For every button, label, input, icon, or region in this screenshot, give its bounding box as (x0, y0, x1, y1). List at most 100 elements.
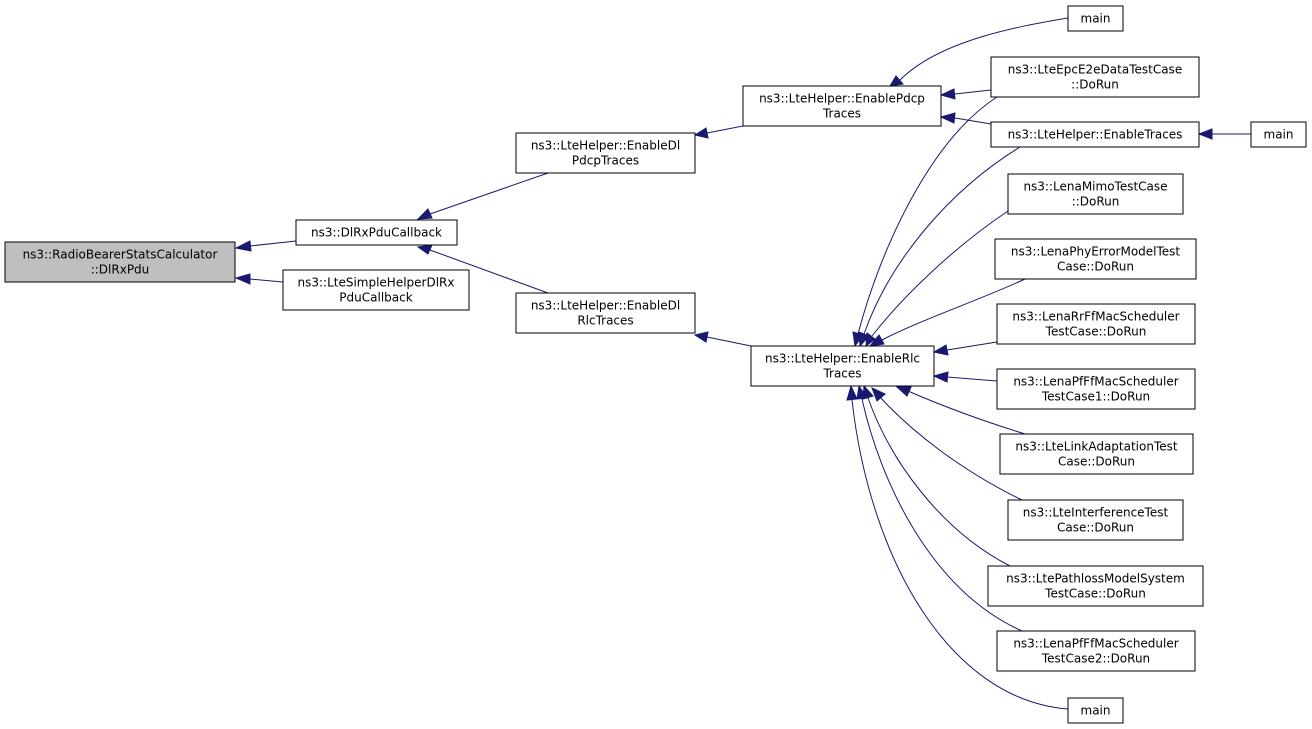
node-box[interactable] (999, 433, 1194, 475)
node-box[interactable] (1007, 173, 1184, 215)
edge-line (863, 146, 1021, 335)
node-label-line: ns3::LteHelper::EnableDl (531, 299, 680, 313)
node-label-line: TestCase1::DoRun (1041, 390, 1150, 404)
edge-line (867, 397, 1011, 567)
edge-line (946, 376, 998, 382)
node-lte-pathloss-model-system[interactable]: ns3::LtePathlossModelSystemTestCase::DoR… (987, 565, 1204, 607)
node-lte-helper-enable-traces[interactable]: ns3::LteHelper::EnableTraces (990, 121, 1200, 148)
node-label-line: Traces (822, 107, 861, 121)
node-box[interactable] (996, 368, 1196, 410)
node-label-line: Case::DoRun (1057, 260, 1134, 274)
edge-arrowhead (234, 240, 252, 252)
edge-arrowhead (939, 88, 956, 100)
node-label-line: ns3::LteSimpleHelperDlRx (297, 276, 454, 290)
node-label-line: ns3::RadioBearerStatsCalculator (23, 248, 218, 262)
node-lena-pf-ff-mac-scheduler2[interactable]: ns3::LenaPfFfMacSchedulerTestCase2::DoRu… (996, 630, 1196, 672)
node-label-line: ns3::LteHelper::EnableTraces (1008, 128, 1183, 142)
node-lena-pf-ff-mac-scheduler1[interactable]: ns3::LenaPfFfMacSchedulerTestCase1::DoRu… (996, 368, 1196, 410)
node-label-line: Case::DoRun (1057, 521, 1134, 535)
edge-arrowhead (939, 112, 956, 124)
node-label-line: main (1081, 12, 1111, 26)
node-main-right[interactable]: main (1250, 121, 1307, 148)
node-box[interactable] (282, 269, 470, 311)
node-label-line: TestCase::DoRun (1044, 587, 1146, 601)
edge-arrowhead (416, 208, 433, 220)
edges-layer (234, 17, 1251, 710)
edge-line (429, 172, 549, 215)
node-box[interactable] (742, 85, 942, 127)
edge-arrowhead (932, 371, 949, 383)
edge-line (881, 278, 1026, 341)
edge-arrowhead (1197, 128, 1213, 140)
edge-arrowhead (865, 332, 876, 348)
node-box[interactable] (1067, 697, 1124, 724)
node-box[interactable] (990, 56, 1200, 98)
node-box[interactable] (295, 219, 458, 246)
node-label-line: ns3::LteLinkAdaptationTest (1015, 440, 1177, 454)
node-box[interactable] (750, 345, 935, 387)
edge-line (899, 17, 1069, 81)
node-box[interactable] (987, 565, 1204, 607)
node-lte-epc-e2e-data-testcase[interactable]: ns3::LteEpcE2eDataTestCase::DoRun (990, 56, 1200, 98)
node-box[interactable] (4, 241, 236, 283)
node-box[interactable] (1250, 121, 1307, 148)
edge-line (954, 89, 992, 95)
edge-arrowhead (693, 331, 709, 343)
edge-arrowhead (895, 386, 912, 397)
edge-arrowhead (889, 75, 904, 87)
node-label-line: main (1081, 704, 1111, 718)
node-label-line: ns3::LteInterferenceTest (1023, 506, 1169, 520)
edge-arrowhead (693, 127, 709, 139)
node-box[interactable] (515, 292, 696, 334)
node-label-line: ns3::LteHelper::EnableDl (531, 139, 680, 153)
node-box[interactable] (994, 238, 1197, 280)
node-main-top[interactable]: main (1067, 5, 1124, 32)
edge-line (871, 210, 1009, 337)
edge-line (249, 278, 284, 283)
edge-line (946, 341, 998, 351)
node-box[interactable] (996, 630, 1196, 672)
node-label-line: ns3::LtePathlossModelSystem (1006, 572, 1185, 586)
edge-line (249, 240, 297, 247)
edge-line (907, 390, 1026, 435)
edge-line (706, 125, 744, 134)
node-lena-mimo-testcase[interactable]: ns3::LenaMimoTestCase::DoRun (1007, 173, 1184, 215)
node-label-line: ns3::LteHelper::EnablePdcp (759, 92, 925, 106)
edge-line (706, 336, 752, 347)
nodes-layer: ns3::RadioBearerStatsCalculator::DlRxPdu… (4, 5, 1307, 724)
node-label-line: PdcpTraces (572, 154, 639, 168)
node-dlrxpducallback[interactable]: ns3::DlRxPduCallback (295, 219, 458, 246)
node-label-line: ::DoRun (1072, 195, 1120, 209)
node-label-line: ns3::LenaPfFfMacScheduler (1013, 637, 1178, 651)
node-box[interactable] (990, 121, 1200, 148)
node-main-bottom[interactable]: main (1067, 697, 1124, 724)
node-label-line: ::DlRxPdu (91, 263, 150, 277)
edge-arrowhead (932, 344, 949, 356)
node-box[interactable] (996, 303, 1196, 345)
node-label-line: main (1264, 128, 1294, 142)
node-box[interactable] (1067, 5, 1124, 32)
edge-arrowhead (234, 273, 251, 285)
node-radio-bearer-dlrxpdu[interactable]: ns3::RadioBearerStatsCalculator::DlRxPdu (4, 241, 236, 283)
edge-arrowhead (416, 244, 433, 255)
node-box[interactable] (1007, 499, 1184, 541)
edge-arrowhead (856, 384, 868, 400)
edge-line (851, 399, 1069, 710)
node-label-line: ns3::LenaPhyErrorModelTest (1011, 245, 1181, 259)
node-label-line: Traces (822, 367, 861, 381)
node-label-line: TestCase2::DoRun (1041, 652, 1150, 666)
node-label-line: ns3::LteEpcE2eDataTestCase (1008, 63, 1182, 77)
edge-line (879, 396, 1023, 501)
node-box[interactable] (515, 132, 696, 174)
node-label-line: ns3::DlRxPduCallback (311, 226, 442, 240)
